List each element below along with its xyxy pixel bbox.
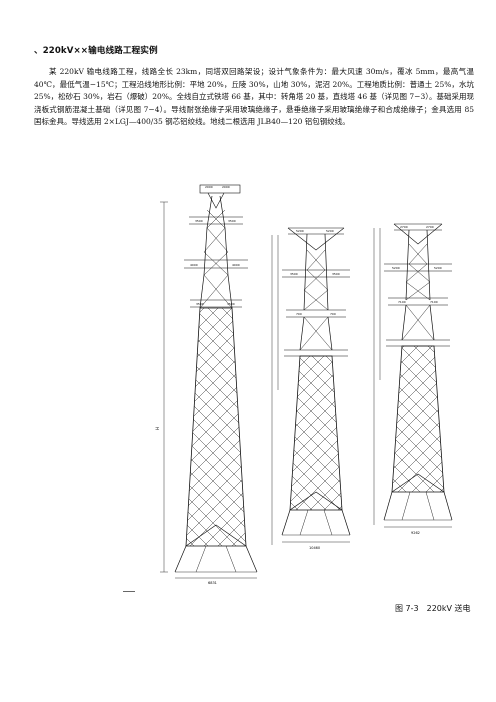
tower-1-top-dim-right: 2000 [222,185,230,189]
tower-3-base-label: 9262 [411,531,420,535]
tower-3-top-dim-right: 2700 [426,225,434,229]
tower-3-drawing: 2700 2700 5200 5200 7100 7100 9262 [373,223,453,535]
tower-3-arm1-dim-left: 5200 [392,266,400,270]
tower-2-arm2-dim-right: 700 [330,312,336,316]
tower-3-arm2-dim-left: 7100 [398,300,406,304]
tower-3-top-dim-left: 2700 [400,225,408,229]
tower-1-arm2-dim-right: 4000 [232,263,240,267]
tower-2-base-label: 10460 [309,546,320,550]
tower-3-arm1-dim-right: 5200 [434,266,442,270]
project-description: 某 220kV 输电线路工程，线路全长 23km，同塔双回路架设；设计气象条件为… [34,67,474,127]
tower-2-arm1-dim-left: 3500 [290,272,298,276]
divider-mark [123,591,135,592]
tower-2-top-dim-right: 5200 [326,229,334,233]
svg-text:H: H [155,427,160,430]
tower-2-drawing: 5200 5200 3500 3500 700 700 10460 [271,227,351,550]
tower-1-arm3-dim-right: 3500 [227,302,235,306]
tower-1-base-label: 6831 [208,581,217,585]
section-heading: 、220kV××输电线路工程实例 [34,46,158,56]
tower-1-arm1-dim-right: 3500 [228,219,236,223]
tower-1-arm3-dim-left: 3500 [196,302,204,306]
tower-drawings-figure: H 2000 2000 3500 3500 4000 4000 3500 350… [155,184,453,585]
tower-2-arm1-dim-right: 3500 [332,272,340,276]
figure-caption: 图 7-3 220kV 送电 [395,604,471,613]
tower-1-arm2-dim-left: 4000 [190,263,198,267]
tower-2-arm2-dim-left: 700 [296,312,302,316]
tower-1-drawing: H 2000 2000 3500 3500 4000 4000 3500 350… [155,184,258,585]
tower-2-top-dim-left: 5200 [296,229,304,233]
tower-3-arm2-dim-right: 7100 [430,300,438,304]
tower-1-arm1-dim-left: 3500 [195,219,203,223]
tower-1-top-dim-left: 2000 [205,185,213,189]
